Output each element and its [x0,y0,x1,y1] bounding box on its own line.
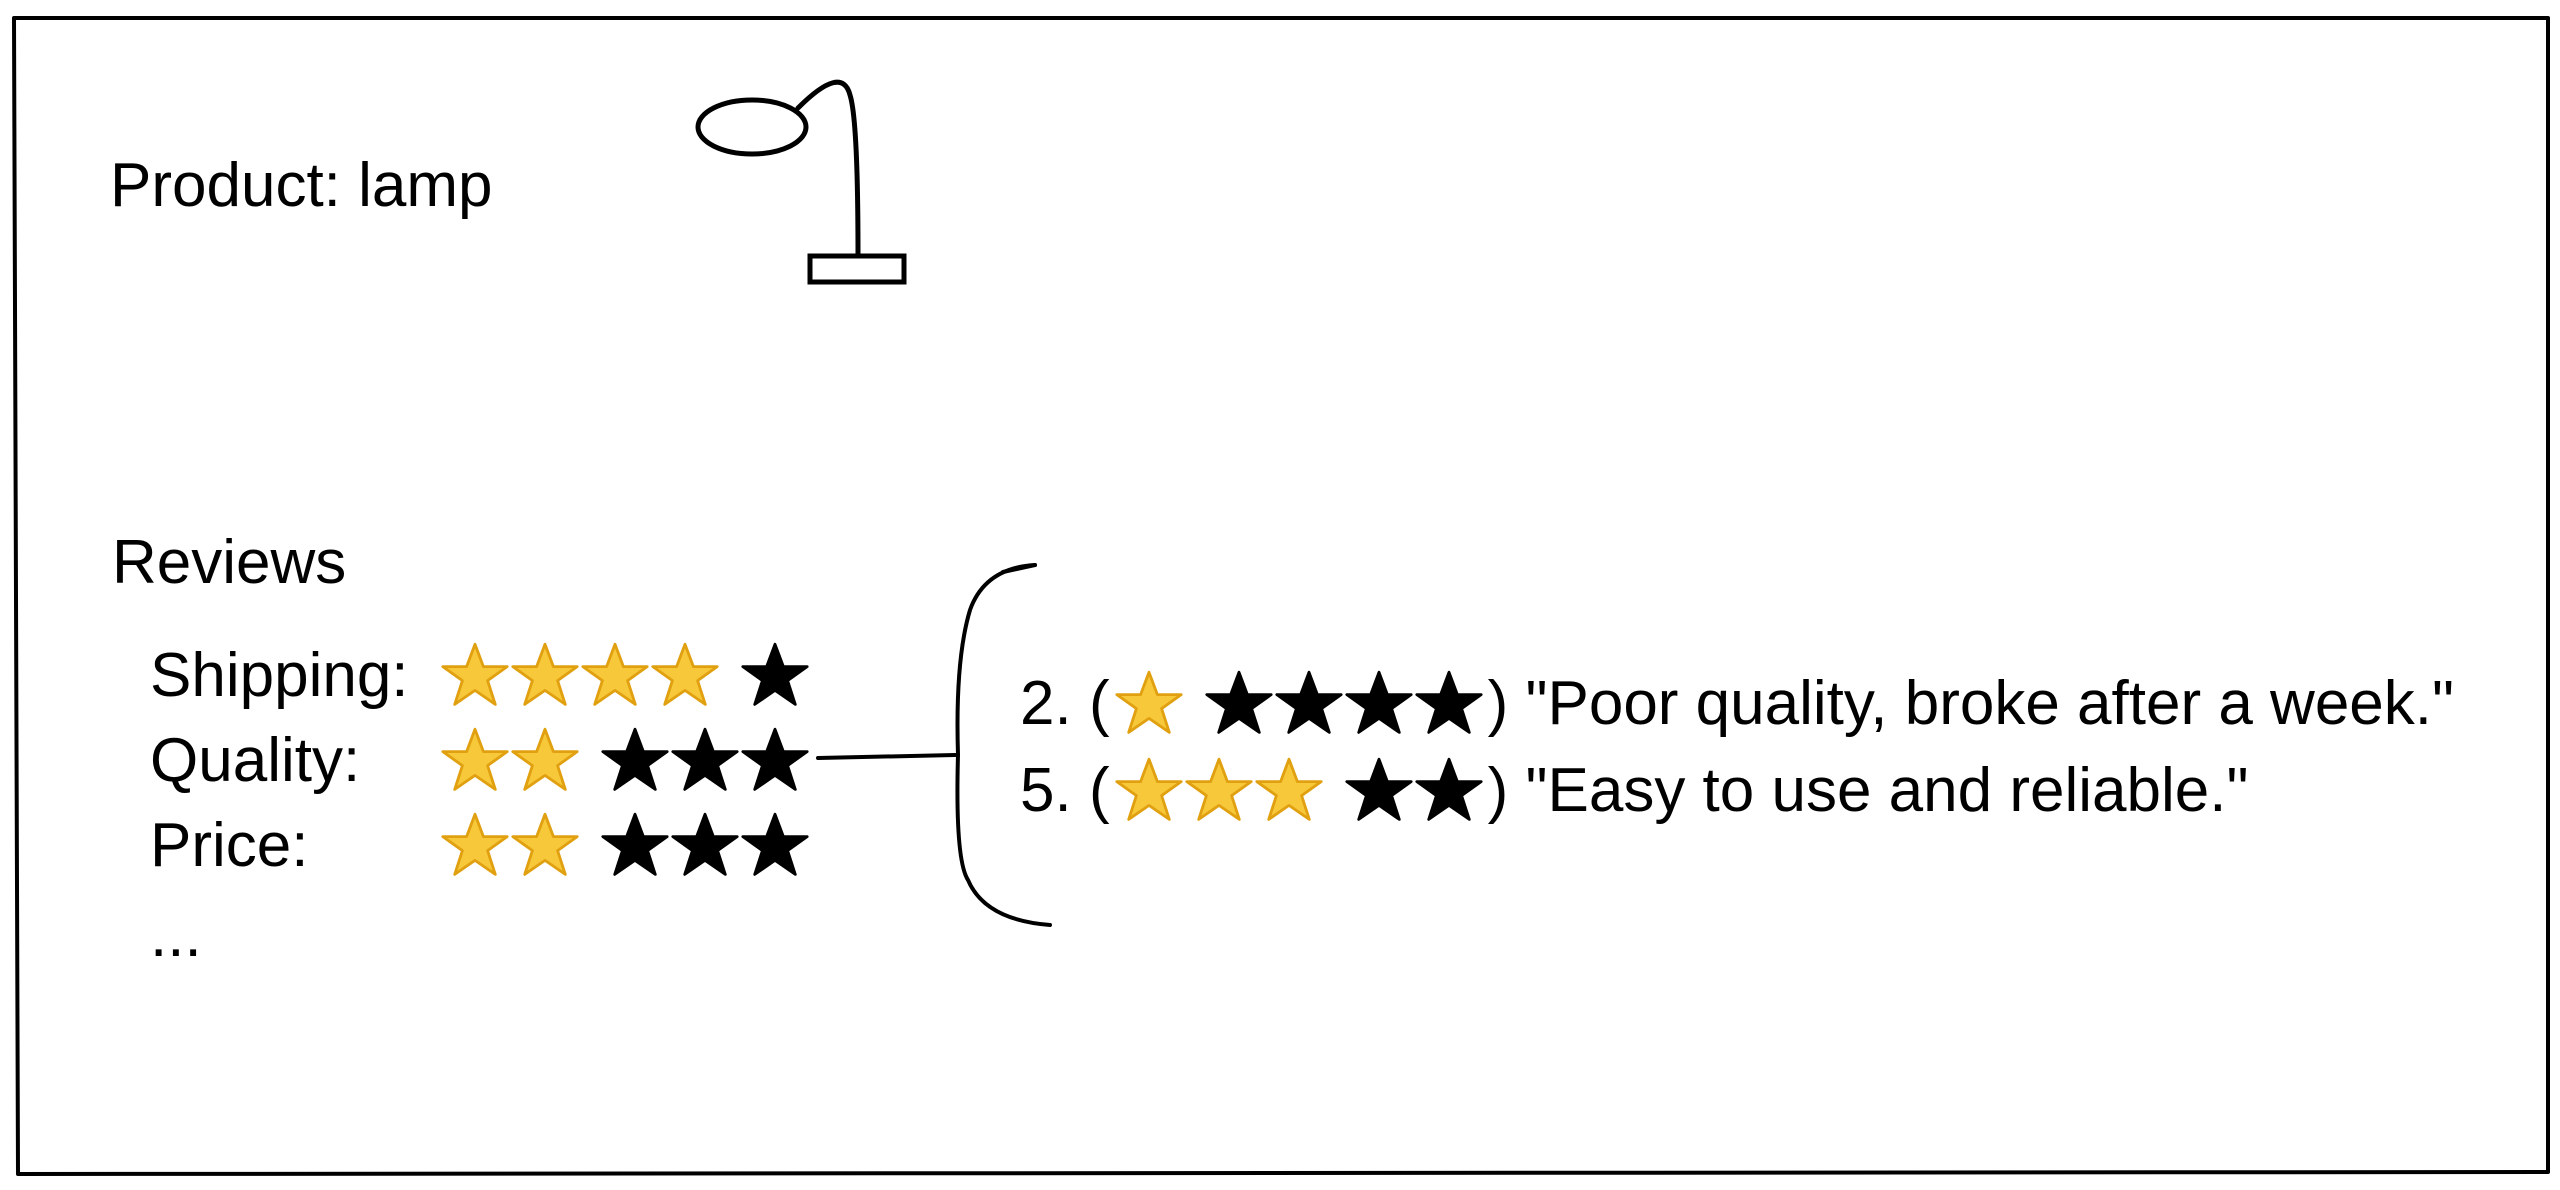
review-number: 5. [1020,755,1072,825]
rating-label: Price: [150,810,309,880]
paren-open: ( [1071,755,1110,825]
frame-border [12,16,2550,1176]
empty-star-icon [740,725,810,795]
filled-star-icon [440,725,510,795]
rating-row: Price: [150,810,810,880]
sample-review: 5. () "Easy to use and reliable." [1020,750,2248,830]
paren-open: ( [1071,668,1110,738]
connector-line [816,753,957,760]
rating-row: Quality: [150,725,810,795]
curly-brace [955,563,1052,927]
reviews-heading: Reviews [112,528,347,597]
empty-star-icon [1414,755,1484,825]
filled-star-icon [650,640,720,710]
filled-star-icon [1254,755,1324,825]
brace-tip [1001,563,1037,574]
empty-star-icon [1204,668,1274,738]
empty-star-icon [740,810,810,880]
empty-star-icon [600,725,670,795]
review-number: 2. [1020,668,1072,738]
empty-star-icon [1414,668,1484,738]
review-quote: "Poor quality, broke after a week." [1525,668,2455,738]
filled-star-icon [1114,755,1184,825]
rating-label: Shipping: [150,640,409,710]
rating-label: Quality: [150,725,361,795]
lamp-icon [695,79,907,285]
empty-star-icon [670,810,740,880]
filled-star-icon [440,640,510,710]
empty-star-icon [1274,668,1344,738]
empty-star-icon [740,640,810,710]
empty-star-icon [1344,668,1414,738]
star-rating [1114,668,1484,738]
more-ratings-ellipsis: ... [150,901,202,970]
paren-close: ) [1487,668,1526,738]
empty-star-icon [670,725,740,795]
empty-star-icon [600,810,670,880]
filled-star-icon [1184,755,1254,825]
filled-star-icon [580,640,650,710]
filled-star-icon [440,810,510,880]
product-title: Product: lamp [110,151,493,220]
star-rating [440,810,810,880]
sample-review: 2. () "Poor quality, broke after a week.… [1020,663,2454,743]
filled-star-icon [510,725,580,795]
review-quote: "Easy to use and reliable." [1525,755,2249,825]
filled-star-icon [1114,668,1184,738]
filled-star-icon [510,810,580,880]
rating-row: Shipping: [150,640,810,710]
filled-star-icon [510,640,580,710]
paren-close: ) [1487,755,1526,825]
star-rating [440,725,810,795]
star-rating [440,640,810,710]
star-rating [1114,755,1484,825]
empty-star-icon [1344,755,1414,825]
